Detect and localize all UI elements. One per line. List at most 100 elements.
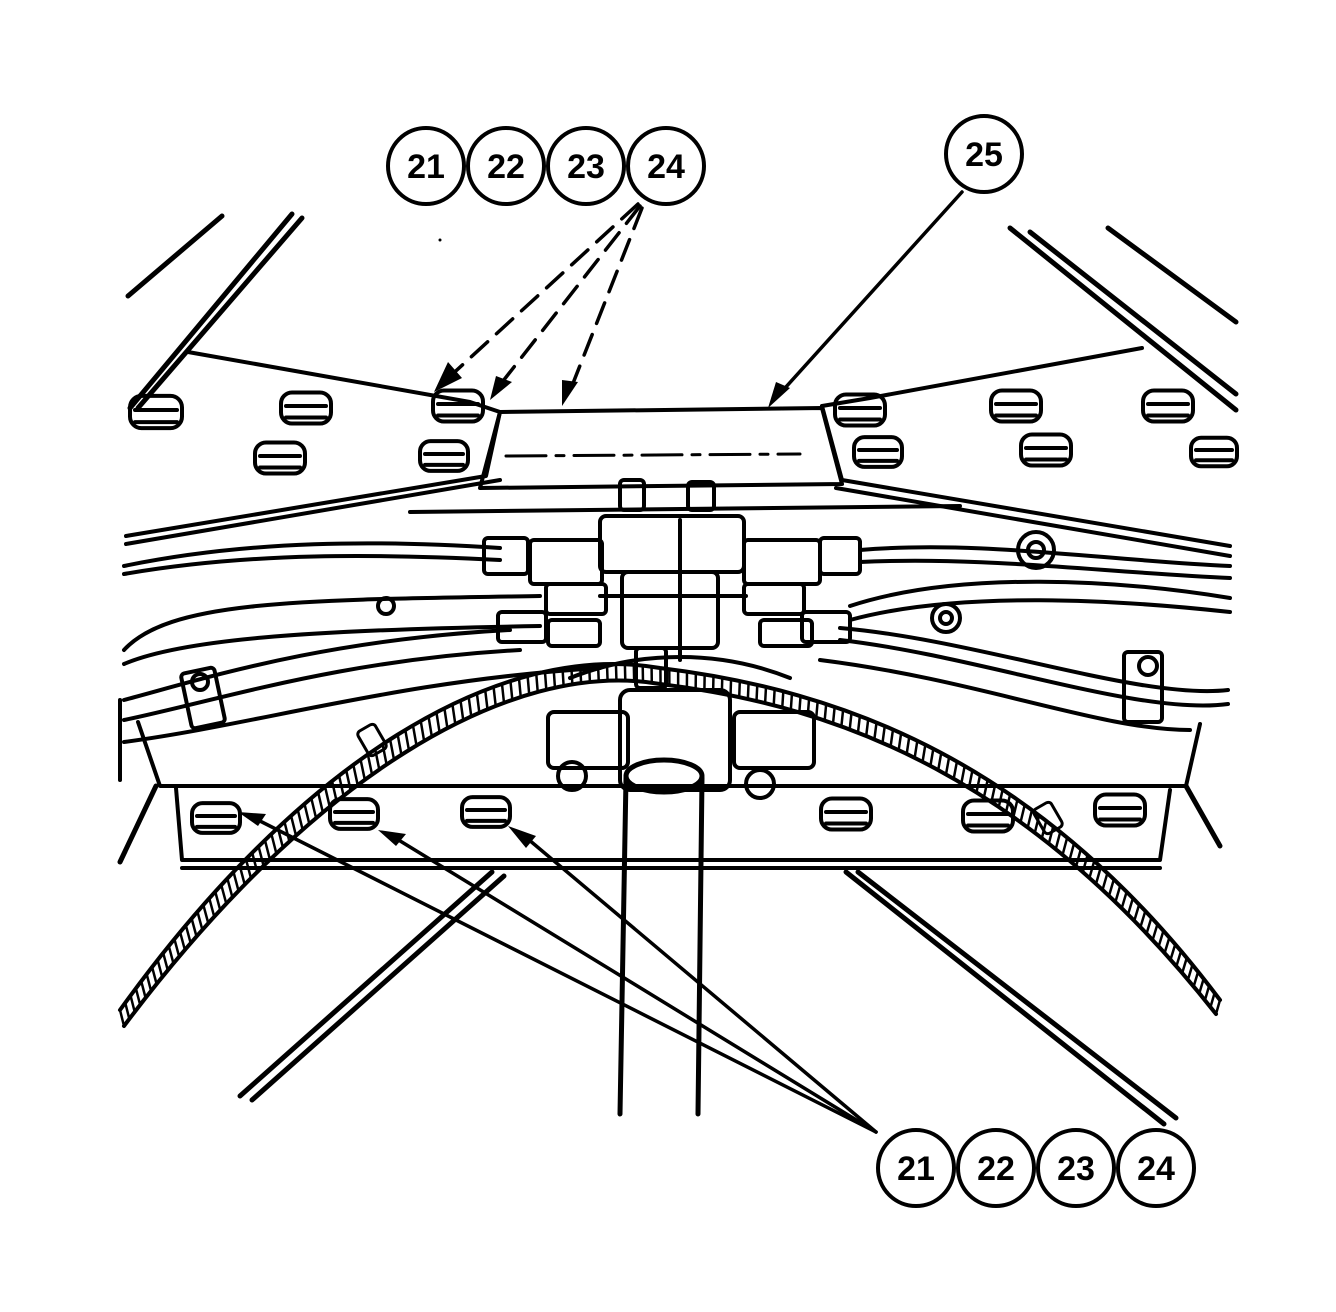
hose-clamp (356, 722, 388, 758)
hose-braid-tick (161, 951, 170, 972)
callout-number: 24 (1137, 1150, 1175, 1188)
hose-braid-tick (190, 917, 198, 938)
bolt-head (418, 439, 470, 473)
center-bracket (408, 406, 962, 514)
upper-bolt-group (128, 388, 1239, 476)
hose-braid-tick (798, 694, 802, 714)
hose-braid-tick (873, 721, 878, 741)
hose-braid-tick (139, 979, 147, 1000)
hose-braid-tick (831, 705, 836, 725)
hose-braid-tick (921, 743, 927, 764)
hose-braid-tick (840, 708, 845, 728)
hose-braid-tick (250, 851, 259, 874)
hose-braid-tick (1101, 871, 1109, 892)
hose-braid-tick (500, 682, 506, 705)
hose-braid-tick (411, 724, 418, 747)
hose-braid-tick (578, 664, 583, 685)
hose-braid-tick (283, 820, 291, 843)
callout-bubble-23: 23 (546, 126, 626, 206)
hose-braid-tick (396, 733, 403, 757)
hose-braid-tick (1026, 808, 1034, 829)
hose-braid-tick (975, 773, 982, 794)
hose-braid-tick (451, 703, 457, 726)
hose-braid-tick (459, 699, 465, 722)
hose-braid-tick (952, 760, 959, 780)
hose-braid-tick (1033, 814, 1041, 834)
hose-braid-tick (543, 670, 548, 691)
callout-bubble-23: 23 (1036, 1128, 1116, 1208)
hose-braid-tick (388, 738, 396, 761)
hose-braid-tick (475, 692, 481, 715)
hose-braid-tick (150, 965, 158, 986)
hose-braid-tick (535, 672, 539, 694)
hose-braid-tick (467, 695, 473, 718)
bolt-head (431, 388, 485, 424)
callout-group-bottom: 21 22 23 24 (876, 1128, 1196, 1208)
hose-braid-tick (856, 714, 862, 734)
hose-braid-tick (1203, 984, 1211, 1002)
hose-braid-tick (244, 857, 253, 880)
hose-braid-tick (1151, 922, 1159, 942)
hose-braid-tick (129, 994, 136, 1014)
callout-number: 21 (897, 1150, 935, 1188)
bolt-head (128, 393, 184, 431)
hose-braid-tick (967, 769, 974, 790)
hose-braid-tick (1209, 991, 1216, 1009)
bolt-head (852, 435, 904, 469)
callout-number: 23 (567, 148, 605, 186)
hose-braid-tick (134, 987, 142, 1007)
line-clips (179, 530, 1164, 731)
hose-braid-tick (202, 903, 210, 925)
hose-braid-tick (587, 663, 592, 684)
callout-number: 23 (1057, 1150, 1095, 1188)
hose-braid-tick (806, 697, 811, 717)
hose-braid-tick (184, 924, 192, 945)
hose-braid-tick (1068, 842, 1076, 862)
bolt-head (1019, 432, 1073, 468)
hose-braid-tick (173, 937, 181, 958)
hose-braid-tick (881, 724, 887, 745)
bolt-head (190, 801, 242, 835)
hose-braid-tick (526, 674, 531, 696)
callout-number: 22 (487, 148, 525, 186)
hose-braid-tick (214, 890, 222, 912)
hose-braid-tick (596, 663, 600, 683)
callout-number: 21 (407, 148, 445, 186)
hose-braid-tick (561, 667, 565, 688)
hose-braid-tick (755, 683, 759, 703)
hose-braid-tick (614, 662, 618, 682)
hose-braid-tick (772, 687, 776, 707)
hose-braid-tick (492, 685, 497, 708)
hose-braid-tick (1081, 853, 1089, 874)
hose-braid-tick (178, 930, 187, 952)
hose-braid-tick (118, 1008, 126, 1028)
cross-member (136, 655, 1202, 870)
hose-braid-tick (848, 711, 853, 731)
bolt-head (1141, 388, 1195, 424)
hose-braid-tick (1047, 825, 1055, 845)
hose-braid-tick (381, 743, 388, 766)
right-hydraulic-lines (818, 545, 1232, 732)
hose-braid-tick (960, 764, 966, 785)
bolt-head (328, 797, 380, 831)
hose-braid-tick (781, 690, 785, 709)
hose-braid-tick (823, 702, 828, 722)
hose-braid-tick (814, 700, 819, 719)
callout-bubble-21: 21 (876, 1128, 956, 1208)
hose-braid-tick (905, 735, 911, 756)
hose-braid-tick (1074, 847, 1083, 868)
hose-braid-tick (296, 808, 304, 831)
callout-bubble-22: 22 (956, 1128, 1036, 1208)
callout-bubble-22: 22 (466, 126, 546, 206)
hose-braid-tick (123, 1001, 131, 1021)
drive-shaft (617, 757, 705, 1117)
hose-braid-tick (1186, 963, 1194, 981)
hose-braid-tick (337, 774, 345, 798)
hose-braid-tick (1054, 830, 1062, 851)
frame-struts (117, 211, 1239, 1127)
hose-braid-tick (167, 944, 175, 965)
hose-braid-tick (344, 768, 352, 792)
hose-braid-tick (419, 719, 426, 743)
callout-number: 24 (647, 148, 685, 186)
